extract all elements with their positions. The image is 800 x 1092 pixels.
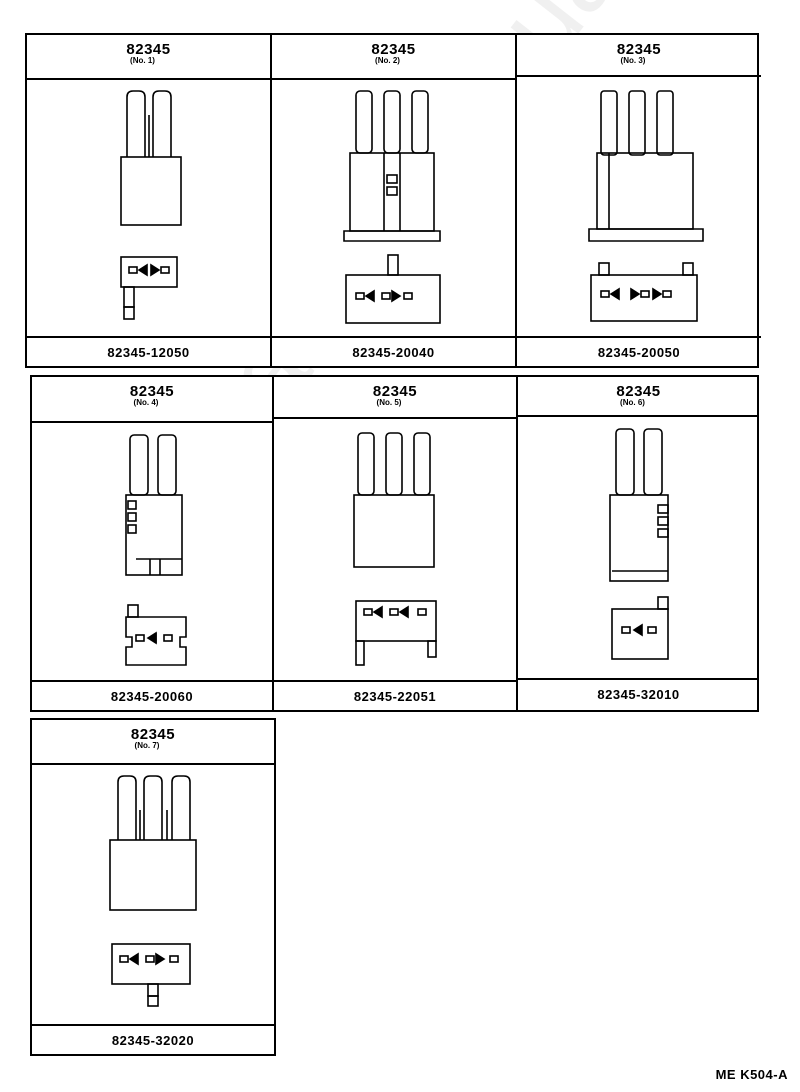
connector-drawing-no7	[109, 775, 197, 1007]
connector-drawing-no1	[120, 90, 182, 320]
cell-footer: 82345-32010	[518, 678, 759, 710]
part-number: 82345-20060	[110, 689, 194, 704]
connector-drawing-no6	[609, 428, 669, 660]
connector-no-label: (No. 5)	[376, 398, 402, 407]
connector-row-1: 82345 (No. 1) 82345-12050 82345 (No. 2)	[25, 33, 761, 368]
connector-cell-no5: 82345 (No. 5) 82345-22051	[274, 377, 518, 710]
connector-cell-no7: 82345 (No. 7) 82345-32020	[32, 720, 274, 1054]
connector-no-label: (No. 7)	[134, 741, 160, 750]
connector-cell-no6: 82345 (No. 6) 82345-32010	[518, 377, 759, 710]
connector-cell-no3: 82345 (No. 3) 82345-20050	[517, 35, 761, 366]
part-label: 82345	[616, 383, 661, 400]
connector-no-label: (No. 2)	[375, 56, 400, 65]
part-number: 82345-12050	[107, 345, 190, 360]
cell-footer: 82345-20050	[517, 336, 761, 366]
part-label: 82345	[372, 383, 418, 400]
part-label: 82345	[126, 41, 171, 58]
connector-no-label: (No. 1)	[130, 56, 155, 65]
cell-footer: 82345-12050	[27, 336, 270, 366]
cell-header: 82345 (No. 1)	[27, 35, 270, 80]
part-label: 82345	[616, 41, 662, 58]
part-number: 82345-22051	[353, 689, 437, 704]
part-label: 82345	[130, 726, 176, 743]
part-number: 82345-20040	[352, 345, 435, 360]
connector-row-3: 82345 (No. 7) 82345-32020	[30, 718, 276, 1056]
cell-footer: 82345-20040	[272, 336, 515, 366]
connector-row-2: 82345 (No. 4) 82345-20060 82345 (N	[30, 375, 759, 712]
cell-header: 82345 (No. 3)	[517, 35, 761, 77]
connector-drawing-no3	[588, 90, 704, 322]
part-label: 82345	[129, 383, 175, 400]
part-number: 82345-32010	[597, 687, 680, 702]
cell-footer: 82345-22051	[274, 680, 516, 710]
part-label: 82345	[371, 41, 416, 58]
connector-cell-no1: 82345 (No. 1) 82345-12050	[27, 35, 272, 366]
part-number: 82345-20050	[597, 345, 681, 360]
connector-no-label: (No. 3)	[620, 56, 646, 65]
cell-header: 82345 (No. 6)	[518, 377, 759, 417]
connector-drawing-no5	[353, 432, 437, 666]
connector-no-label: (No. 4)	[133, 398, 159, 407]
cell-header: 82345 (No. 7)	[32, 720, 274, 765]
part-number: 82345-32020	[111, 1033, 195, 1048]
connector-drawing-no2	[343, 90, 441, 324]
cell-header: 82345 (No. 5)	[274, 377, 516, 419]
cell-footer: 82345-32020	[32, 1024, 274, 1054]
cell-footer: 82345-20060	[32, 680, 272, 710]
connector-cell-no4: 82345 (No. 4) 82345-20060	[32, 377, 274, 710]
cell-header: 82345 (No. 4)	[32, 377, 272, 423]
cell-header: 82345 (No. 2)	[272, 35, 515, 80]
figure-code: ME K504-A	[715, 1067, 788, 1082]
connector-no-label: (No. 6)	[620, 398, 645, 407]
connector-drawing-no4	[125, 434, 187, 666]
connector-cell-no2: 82345 (No. 2) 82345-20040	[272, 35, 517, 366]
